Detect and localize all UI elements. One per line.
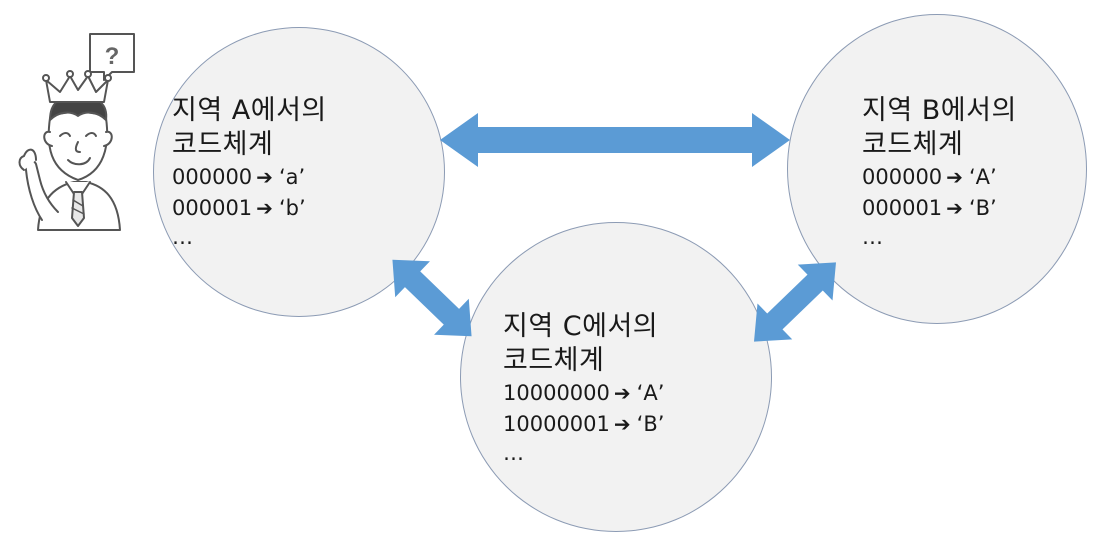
king-character-icon: ? bbox=[18, 33, 135, 231]
arrow-a-c bbox=[392, 259, 472, 337]
question-mark: ? bbox=[105, 43, 120, 70]
region-c-code-row: 10000000➔‘A’ bbox=[503, 378, 664, 409]
region-b-title: 지역 B에서의 bbox=[862, 95, 1017, 126]
code: 000001 bbox=[172, 196, 253, 220]
region-b-ellipsis: … bbox=[862, 225, 883, 249]
char: ‘B’ bbox=[636, 412, 665, 436]
char: ‘B’ bbox=[968, 196, 997, 220]
arrow-c-b bbox=[753, 262, 837, 342]
region-c-circle bbox=[460, 222, 772, 532]
region-b-text: 지역 B에서의 코드체계 000000➔‘A’ 000001➔‘B’ … bbox=[862, 94, 1017, 250]
code: 10000001 bbox=[503, 412, 610, 436]
region-b-subtitle: 코드체계 bbox=[862, 129, 964, 160]
right-arrow-icon: ➔ bbox=[256, 196, 273, 220]
char: ‘A’ bbox=[636, 381, 665, 405]
region-c-ellipsis: … bbox=[503, 441, 524, 465]
right-arrow-icon: ➔ bbox=[613, 412, 631, 436]
code: 000000 bbox=[172, 165, 253, 189]
right-arrow-icon: ➔ bbox=[256, 165, 273, 189]
region-c-code-row: 10000001➔‘B’ bbox=[503, 409, 664, 440]
region-b-code-row: 000001➔‘B’ bbox=[862, 193, 1017, 224]
region-a-subtitle: 코드체계 bbox=[172, 129, 274, 160]
region-c-subtitle: 코드체계 bbox=[503, 345, 605, 376]
char: ‘a’ bbox=[278, 165, 306, 189]
char: ‘A’ bbox=[968, 165, 997, 189]
code: 10000000 bbox=[503, 381, 610, 405]
arrow-a-b bbox=[440, 113, 790, 167]
region-a-code-row: 000001➔‘b’ bbox=[172, 193, 327, 224]
code: 000001 bbox=[862, 196, 943, 220]
char: ‘b’ bbox=[278, 196, 306, 220]
region-a-title: 지역 A에서의 bbox=[172, 95, 327, 126]
region-c-title: 지역 C에서의 bbox=[503, 311, 659, 342]
right-arrow-icon: ➔ bbox=[946, 165, 963, 189]
region-c-text: 지역 C에서의 코드체계 10000000➔‘A’ 10000001➔‘B’ … bbox=[503, 310, 664, 466]
code: 000000 bbox=[862, 165, 943, 189]
region-b-circle bbox=[787, 14, 1087, 324]
region-a-text: 지역 A에서의 코드체계 000000➔‘a’ 000001➔‘b’ … bbox=[172, 94, 327, 250]
region-a-ellipsis: … bbox=[172, 225, 193, 249]
right-arrow-icon: ➔ bbox=[613, 381, 631, 405]
region-b-code-row: 000000➔‘A’ bbox=[862, 162, 1017, 193]
right-arrow-icon: ➔ bbox=[946, 196, 963, 220]
region-a-code-row: 000000➔‘a’ bbox=[172, 162, 327, 193]
